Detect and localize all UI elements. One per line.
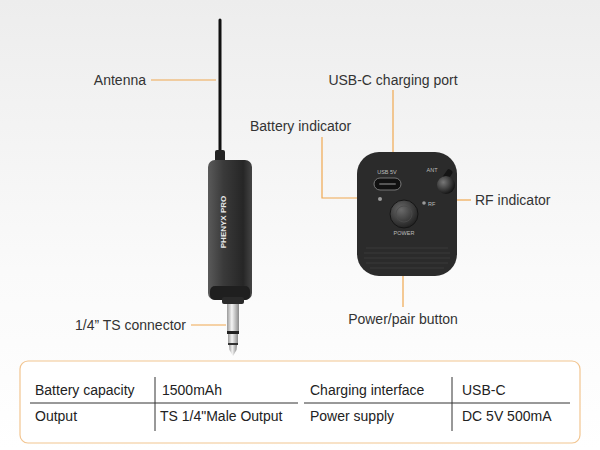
- device-marking: RF: [428, 201, 435, 207]
- leader-lines: [151, 80, 471, 325]
- table-frame: [20, 361, 580, 443]
- callout-label: 1/4” TS connector: [75, 317, 186, 333]
- jack-sleeve: [227, 304, 239, 331]
- jack-ring: [227, 331, 239, 334]
- jack-tip: [229, 345, 237, 356]
- antenna-wire: [219, 20, 222, 162]
- callout-label: Antenna: [94, 72, 146, 88]
- receiver-back: [357, 152, 457, 276]
- callout-label: USB-C charging port: [328, 72, 457, 88]
- table-grid: [30, 377, 570, 431]
- table-cell: DC 5V 500mA: [462, 408, 551, 424]
- jack-ring: [228, 343, 238, 345]
- table-cell: Battery capacity: [35, 382, 135, 398]
- table-cell: Power supply: [310, 408, 394, 424]
- brand-mark: PHENYX PRO: [219, 196, 228, 248]
- rf-led: [422, 201, 426, 205]
- receiver-stick: [208, 20, 252, 356]
- table-cell: 1500mAh: [162, 382, 222, 398]
- stick-body: [208, 160, 252, 300]
- jack-ring-metal: [228, 334, 238, 343]
- jack-collar: [222, 297, 244, 304]
- leader-line: [151, 79, 216, 80]
- spec-table: [20, 361, 580, 443]
- callout-label: Battery indicator: [250, 118, 351, 134]
- antenna-knob: [437, 176, 455, 194]
- table-cell: USB-C: [462, 382, 506, 398]
- table-cell: Charging interface: [310, 382, 424, 398]
- device-marking: USB 5V: [377, 169, 397, 175]
- callout-label: RF indicator: [475, 192, 550, 208]
- usb-c-tongue: [379, 183, 396, 185]
- table-cell: Output: [35, 408, 77, 424]
- receiver-housing: [357, 152, 457, 276]
- battery-led: [378, 197, 382, 201]
- leader-line: [191, 324, 226, 325]
- power-button: [390, 200, 418, 228]
- table-cell: TS 1/4"Male Output: [160, 408, 282, 424]
- housing-texture: [364, 248, 450, 268]
- callout-label: Power/pair button: [348, 311, 458, 327]
- button-ring: [396, 206, 412, 222]
- device-marking: ANT: [427, 167, 438, 173]
- usb-c-port: [374, 178, 401, 190]
- device-marking: POWER: [394, 230, 415, 236]
